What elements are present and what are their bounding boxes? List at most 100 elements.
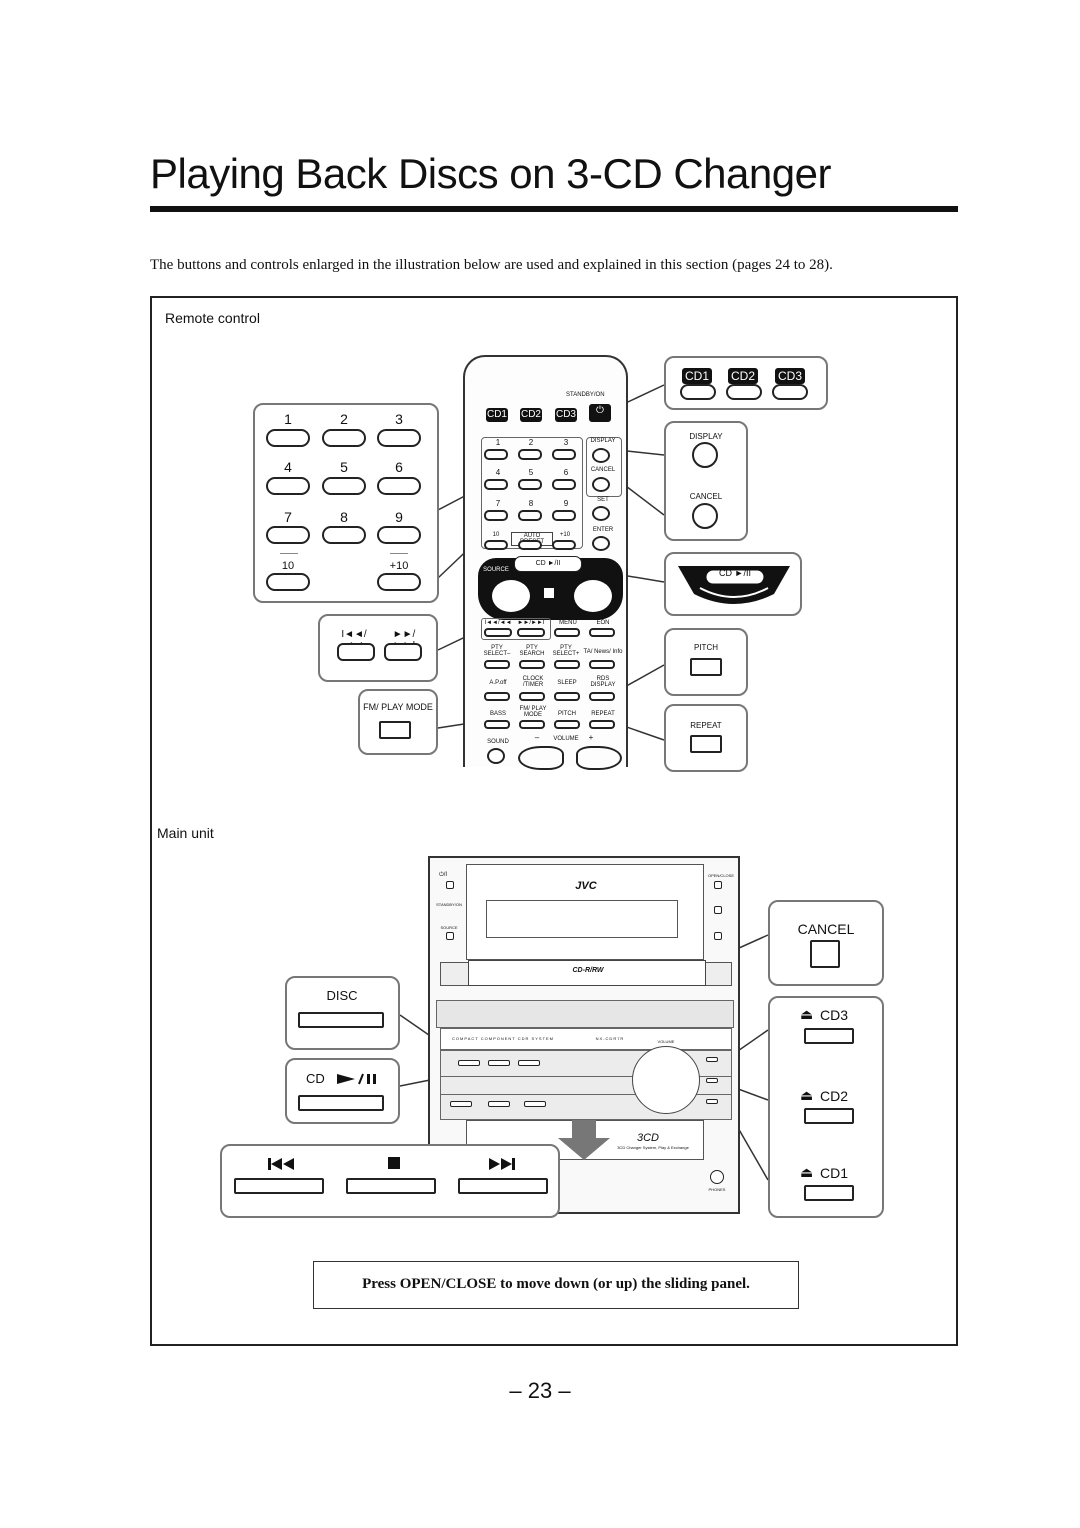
remote-apoff-button[interactable] [484,692,510,701]
unit-cd1-eject-button[interactable] [706,1099,718,1104]
unit-volume-knob[interactable] [632,1046,700,1114]
callout-num-5-button[interactable] [322,477,366,495]
remote-num-5-button[interactable] [518,479,542,490]
remote-enter-button[interactable] [592,536,610,551]
remote-auto-preset-button[interactable] [518,540,542,550]
callout-skip-back-button[interactable] [337,643,375,661]
callout-display-button[interactable] [692,442,718,468]
unit-cdr-eject-button[interactable] [714,932,722,940]
callout-cd2-eject-button[interactable] [804,1108,854,1124]
remote-num-9-button[interactable] [552,510,576,521]
remote-cd2-button[interactable]: CD2 [520,408,542,422]
callout-num-3-button[interactable] [377,429,421,447]
remote-eon-button[interactable] [589,628,615,637]
remote-fm-play-mode-label: FM/ PLAY MODE [519,706,547,718]
callout-cancel-button[interactable] [692,503,718,529]
remote-num-1-button[interactable] [484,449,508,460]
remote-pty-search-button[interactable] [519,660,545,669]
remote-clock-timer-button[interactable] [519,692,545,701]
callout-stop-button[interactable] [346,1178,436,1194]
remote-menu-button[interactable] [554,628,580,637]
callout-fm-play-mode-button[interactable] [379,721,411,739]
callout-cd3-button[interactable] [772,384,808,400]
callout-cd1-label: CD1 [820,1165,849,1181]
callout-num-7-button[interactable] [266,526,310,544]
callout-cd1-eject-button[interactable] [804,1185,854,1201]
remote-bass-button[interactable] [484,720,510,729]
callout-num-9-button[interactable] [377,526,421,544]
callout-plus-ten-button[interactable] [377,573,421,591]
unit-cd2-eject-button[interactable] [706,1078,718,1083]
remote-sound-button[interactable] [487,748,505,764]
unit-phones-jack[interactable] [710,1170,724,1184]
callout-unit-cd-label: CD [306,1071,325,1086]
remote-right-shuttle-button[interactable] [572,578,614,614]
remote-plus-ten-button[interactable] [552,540,576,550]
remote-standby-button[interactable]: ⏻ [589,404,611,422]
unit-disc-button[interactable] [458,1060,480,1066]
remote-skip-fwd-button[interactable] [517,628,545,637]
remote-cancel-button[interactable] [592,477,610,492]
unit-open-close-button[interactable] [714,881,722,889]
remote-volume-down-button[interactable] [518,746,564,770]
callout-cd1-button[interactable] [680,384,716,400]
callout-cd2-button[interactable] [726,384,762,400]
remote-pty-select-minus-button[interactable] [484,660,510,669]
remote-cd1-button[interactable]: CD1 [486,408,508,422]
unit-aux-button[interactable] [714,906,722,914]
remote-display-button[interactable] [592,448,610,463]
callout-cd3-eject-button[interactable] [804,1028,854,1044]
callout-num-4-button[interactable] [266,477,310,495]
remote-ta-news-button[interactable] [589,660,615,669]
remote-fm-play-mode-button[interactable] [519,720,545,729]
remote-ten-button[interactable] [484,540,508,550]
callout-prev-button[interactable] [234,1178,324,1194]
callout-cd2-badge: CD2 [728,368,758,384]
remote-num-7-button[interactable] [484,510,508,521]
callout-num-6-button[interactable] [377,477,421,495]
callout-next-button[interactable] [458,1178,548,1194]
remote-left-shuttle-button[interactable] [490,578,532,614]
unit-power-button[interactable] [446,881,454,889]
remote-pty-select-plus-button[interactable] [554,660,580,669]
remote-num-6-button[interactable] [552,479,576,490]
remote-num-1-label: 1 [495,438,501,447]
remote-stop-icon[interactable] [544,588,554,598]
callout-unit-cancel-button[interactable] [810,940,840,968]
unit-cdr-play-button[interactable] [518,1060,540,1066]
remote-skip-back-button[interactable] [484,628,512,637]
unit-brand-logo: JVC [575,880,597,892]
callout-fm-play-mode-label: FM/ PLAY MODE [363,702,433,712]
eject-icon: ⏏ [800,1087,814,1103]
unit-stop-button[interactable] [488,1101,510,1107]
unit-cd3-eject-button[interactable] [706,1057,718,1062]
callout-cd-play-label[interactable]: CD ►/II [719,568,751,578]
remote-repeat-button[interactable] [589,720,615,729]
callout-num-1-button[interactable] [266,429,310,447]
callout-pitch-button[interactable] [690,658,722,676]
callout-unit-cancel-label: CANCEL [797,921,855,937]
remote-num-2-button[interactable] [518,449,542,460]
remote-sleep-button[interactable] [554,692,580,701]
callout-ten-button[interactable] [266,573,310,591]
callout-repeat-button[interactable] [690,735,722,753]
unit-next-button[interactable] [524,1101,546,1107]
callout-disc-button[interactable] [298,1012,384,1028]
callout-skip-fwd-button[interactable] [384,643,422,661]
remote-num-4-button[interactable] [484,479,508,490]
remote-pitch-button[interactable] [554,720,580,729]
remote-set-button[interactable] [592,506,610,521]
remote-cd-play-button[interactable]: CD ►/II [514,556,582,572]
remote-cd3-button[interactable]: CD3 [555,408,577,422]
remote-num-8-button[interactable] [518,510,542,521]
remote-rds-display-button[interactable] [589,692,615,701]
unit-source-button[interactable] [446,932,454,940]
remote-volume-up-button[interactable] [576,746,622,770]
remote-num-3-button[interactable] [552,449,576,460]
unit-prev-button[interactable] [450,1101,472,1107]
callout-num-8-button[interactable] [322,526,366,544]
callout-num-2-button[interactable] [322,429,366,447]
unit-cd-play-button[interactable] [488,1060,510,1066]
callout-num-9-label: 9 [395,509,403,525]
callout-unit-cd-play-button[interactable] [298,1095,384,1111]
